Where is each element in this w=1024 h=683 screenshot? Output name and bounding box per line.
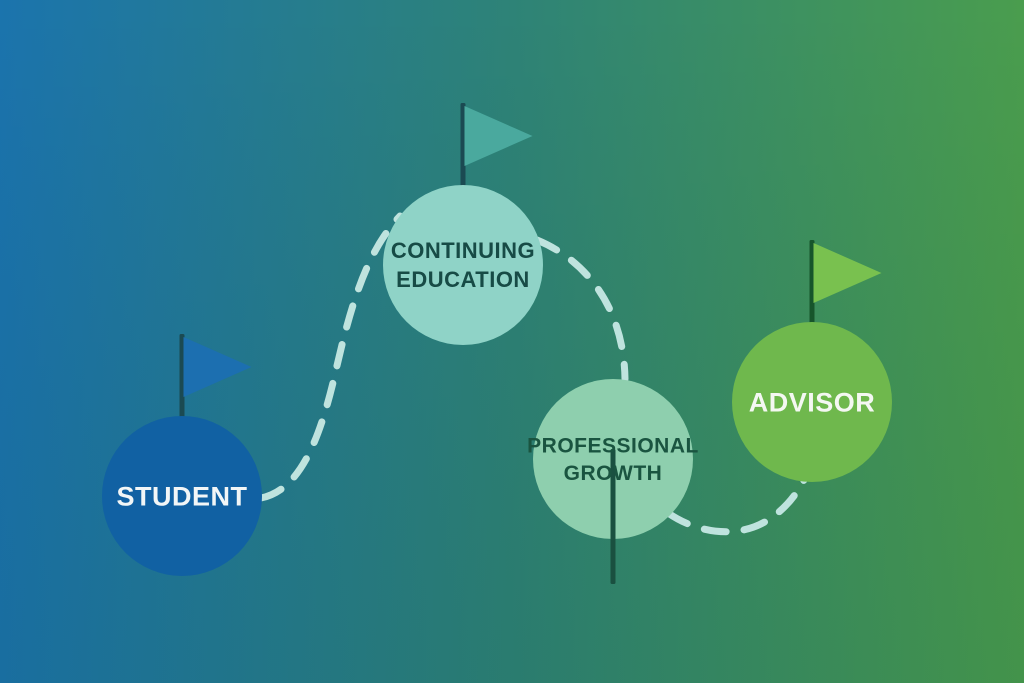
node-continuing-education[interactable]: CONTINUING EDUCATION (383, 103, 543, 345)
connector-professional-growth-to-advisor (664, 472, 810, 536)
node-label-professional-growth: PROFESSIONAL (527, 434, 699, 457)
connector-student-to-continuing-education (257, 212, 404, 502)
node-circle-advisor[interactable] (732, 322, 892, 482)
node-advisor[interactable]: ADVISOR (732, 240, 892, 482)
connector-continuing-education-to-professional-growth (533, 236, 629, 383)
node-group: STUDENT CONTINUING EDUCATION PROFESSIONAL GR… (102, 103, 892, 584)
node-circle-continuing-education[interactable] (383, 185, 543, 345)
node-professional-growth[interactable]: PROFESSIONAL GROWTH (527, 379, 699, 584)
flag-banner-continuing-education (464, 106, 533, 166)
node-circle-student[interactable] (102, 416, 262, 576)
connector-group (257, 212, 810, 536)
flag-banner-advisor (813, 243, 882, 303)
node-label-continuing-education: EDUCATION (396, 267, 530, 292)
node-label-advisor: ADVISOR (749, 387, 876, 417)
node-label-continuing-education: CONTINUING (391, 238, 535, 263)
flag-pole-professional-growth (610, 449, 616, 584)
node-student[interactable]: STUDENT (102, 334, 262, 576)
node-label-student: STUDENT (117, 481, 248, 511)
node-label-professional-growth: GROWTH (564, 462, 663, 485)
flag-banner-student (183, 337, 252, 397)
